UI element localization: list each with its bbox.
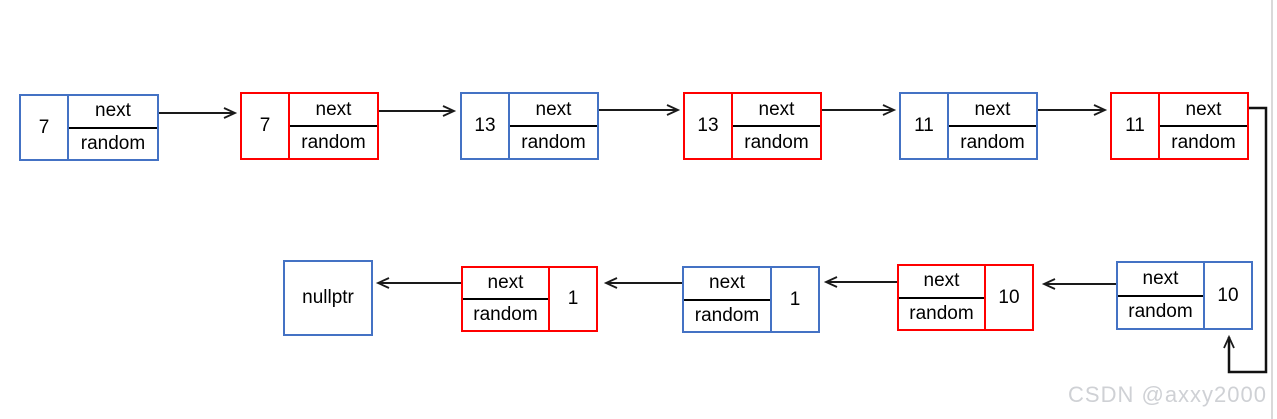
- node-value: 10: [1203, 263, 1251, 328]
- random-pointer-label: random: [960, 131, 1025, 153]
- nullptr-box: nullptr: [283, 260, 373, 336]
- list-node-top-6: 11 next random: [1110, 92, 1249, 160]
- list-node-top-4: 13 next random: [683, 92, 822, 160]
- random-pointer-label: random: [301, 131, 366, 153]
- next-pointer-label: next: [510, 94, 597, 127]
- random-pointer-label: random: [1171, 131, 1236, 153]
- node-value: 7: [21, 96, 69, 159]
- node-value: 1: [770, 268, 818, 331]
- next-pointer-label: next: [1118, 263, 1203, 297]
- next-pointer-label: next: [1160, 94, 1247, 127]
- node-value: 13: [685, 94, 733, 158]
- random-pointer-label: random: [744, 131, 809, 153]
- random-pointer-label: random: [473, 304, 538, 325]
- node-value: 13: [462, 94, 510, 158]
- random-pointer-label: random: [521, 131, 586, 153]
- next-pointer-label: next: [899, 266, 984, 299]
- random-pointer-label: random: [909, 302, 974, 324]
- csdn-watermark: CSDN @axxy2000: [1068, 382, 1267, 407]
- next-pointer-label: next: [684, 268, 770, 301]
- list-node-top-3: 13 next random: [460, 92, 599, 160]
- random-pointer-label: random: [80, 132, 146, 154]
- list-node-top-2: 7 next random: [240, 92, 379, 160]
- next-pointer-label: next: [69, 96, 157, 129]
- node-value: 7: [242, 94, 290, 158]
- node-value: 1: [548, 268, 596, 330]
- next-pointer-label: next: [290, 94, 377, 127]
- list-node-bottom-3: next random 10: [897, 264, 1034, 331]
- list-node-top-1: 7 next random: [19, 94, 159, 161]
- next-pointer-label: next: [733, 94, 820, 127]
- next-pointer-label: next: [463, 268, 548, 300]
- list-node-top-5: 11 next random: [899, 92, 1038, 160]
- list-node-bottom-2: next random 1: [682, 266, 820, 333]
- next-pointer-label: next: [949, 94, 1036, 127]
- random-pointer-label: random: [1128, 301, 1193, 323]
- list-node-bottom-1: next random 1: [461, 266, 598, 332]
- node-value: 11: [1112, 94, 1160, 158]
- random-pointer-label: random: [694, 304, 760, 326]
- node-value: 10: [984, 266, 1032, 329]
- node-value: 11: [901, 94, 949, 158]
- list-node-bottom-4: next random 10: [1116, 261, 1253, 330]
